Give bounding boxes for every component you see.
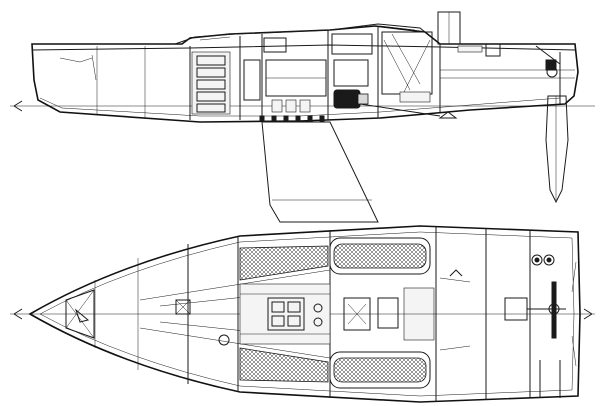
chart-table-detail — [347, 303, 367, 325]
cabin-windows — [199, 25, 416, 41]
winch-stbd — [543, 254, 555, 266]
cockpit-locker — [504, 297, 528, 321]
cockpit-step — [485, 44, 501, 57]
plan-view — [10, 225, 595, 403]
coachroof — [174, 23, 436, 45]
sink-2 — [313, 317, 323, 327]
rudder — [545, 95, 569, 204]
steering-quadrant — [545, 59, 557, 71]
head-unit — [377, 297, 399, 329]
cleat-fitting — [449, 269, 463, 277]
waterline-arrow-icon — [13, 100, 23, 112]
galley-unit — [243, 59, 261, 101]
seat-3 — [299, 99, 311, 113]
nonslip-pad-port-aft — [333, 243, 427, 269]
nav-station — [333, 59, 369, 87]
deck-plate — [218, 334, 230, 346]
mast-step-cross — [175, 299, 191, 315]
mast-step — [175, 299, 191, 315]
waterline-arrow-icon — [13, 308, 23, 320]
anchor-well — [91, 54, 97, 81]
nonslip-pad-stbd-fwd — [239, 347, 329, 383]
hatch-frame-stbd — [329, 351, 431, 389]
foredeck-hatch-cross — [65, 289, 95, 339]
nonslip-pad-port-fwd — [239, 245, 329, 281]
sink-1 — [313, 303, 323, 313]
through-hull-fittings — [259, 115, 325, 122]
keel-fin — [261, 121, 379, 223]
waterline-arrow-icon — [583, 308, 593, 320]
bow-detail — [59, 57, 93, 63]
porthole-1 — [263, 37, 287, 53]
cockpit-coaming — [439, 277, 471, 351]
stove-burner-3 — [271, 315, 285, 327]
saloon-plan — [239, 283, 331, 345]
seat-1 — [271, 99, 283, 113]
aft-cabin-detail — [383, 33, 431, 93]
chart-table — [343, 297, 371, 331]
anchor-fitting — [74, 308, 90, 323]
prop-shaft — [359, 103, 441, 117]
stove-burner-2 — [287, 301, 301, 313]
deck-outline — [28, 225, 581, 403]
winch-pad — [457, 45, 483, 53]
hatch-frame-port — [329, 237, 431, 275]
winch-port — [531, 254, 543, 266]
engine — [333, 89, 369, 109]
porthole-2 — [331, 33, 373, 55]
traveller — [551, 281, 557, 339]
aft-berth — [399, 91, 431, 103]
stove-burner-4 — [287, 315, 301, 327]
deck-diagonals — [139, 269, 331, 359]
propeller — [438, 111, 458, 119]
galley-plan — [267, 297, 305, 331]
rudder-head — [548, 303, 560, 315]
nonslip-pad-stbd-aft — [333, 357, 427, 383]
transom-corners — [571, 261, 577, 367]
toerail — [39, 231, 575, 397]
side-profile-view — [10, 11, 595, 223]
deck-line — [31, 44, 576, 51]
locker-stack — [191, 51, 231, 115]
seat-2 — [285, 99, 297, 113]
stove-burner-1 — [271, 301, 285, 313]
